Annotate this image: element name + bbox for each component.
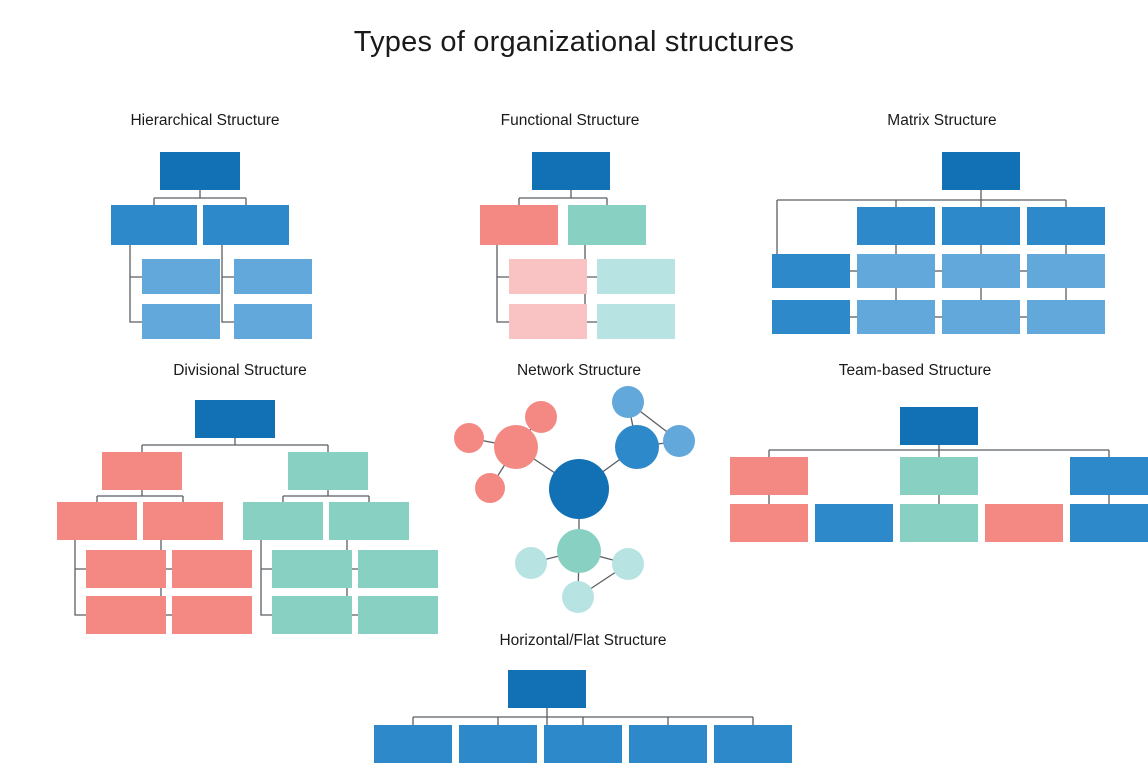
org-node	[900, 504, 978, 542]
network-node-satellite	[525, 401, 557, 433]
network-node-hub-blue	[615, 425, 659, 469]
org-node	[815, 504, 893, 542]
org-node	[900, 407, 978, 445]
org-node	[111, 205, 197, 245]
org-node	[568, 205, 646, 245]
chart-title-hierarchical: Hierarchical Structure	[130, 112, 280, 129]
org-node	[374, 725, 452, 763]
chart-team-based: Team-based Structure	[715, 362, 1148, 592]
org-node	[1070, 504, 1148, 542]
chart-body-network	[448, 386, 710, 617]
org-node	[942, 254, 1020, 288]
org-node	[772, 254, 850, 288]
org-node	[272, 596, 352, 634]
chart-body-hierarchical	[105, 112, 312, 347]
org-node	[597, 259, 675, 294]
chart-title-horizontal-flat: Horizontal/Flat Structure	[499, 632, 667, 649]
org-node	[143, 502, 223, 540]
chart-hierarchical: Hierarchical Structure	[105, 112, 312, 347]
org-node	[172, 596, 252, 634]
org-node	[942, 300, 1020, 334]
org-node	[1027, 207, 1105, 245]
org-node	[86, 596, 166, 634]
org-node	[288, 452, 368, 490]
chart-body-team-based	[715, 362, 1148, 592]
network-node-satellite	[515, 547, 547, 579]
chart-title-divisional: Divisional Structure	[173, 362, 307, 379]
org-node	[459, 725, 537, 763]
org-node	[195, 400, 275, 438]
org-node	[1070, 457, 1148, 495]
org-node	[86, 550, 166, 588]
org-node	[857, 207, 935, 245]
org-node	[142, 304, 220, 339]
network-node-satellite	[562, 581, 594, 613]
org-node	[102, 452, 182, 490]
chart-title-network: Network Structure	[516, 362, 642, 379]
chart-body-divisional	[45, 362, 438, 634]
org-node	[1027, 300, 1105, 334]
org-node	[509, 304, 587, 339]
network-node-satellite	[612, 548, 644, 580]
org-node	[730, 504, 808, 542]
org-node	[597, 304, 675, 339]
chart-body-horizontal-flat	[336, 632, 830, 763]
org-node	[142, 259, 220, 294]
org-node	[532, 152, 610, 190]
org-node	[172, 550, 252, 588]
chart-divisional: Divisional Structure	[45, 362, 438, 634]
org-node	[985, 504, 1063, 542]
network-node-satellite	[454, 423, 484, 453]
org-node	[857, 254, 935, 288]
org-node	[730, 457, 808, 495]
org-node	[1027, 254, 1105, 288]
org-node	[272, 550, 352, 588]
org-node	[358, 550, 438, 588]
network-node-hub-center	[549, 459, 609, 519]
org-node	[358, 596, 438, 634]
org-node	[480, 205, 558, 245]
chart-title-team-based: Team-based Structure	[838, 362, 992, 379]
org-node	[329, 502, 409, 540]
org-node	[508, 670, 586, 708]
org-node	[509, 259, 587, 294]
org-node	[203, 205, 289, 245]
chart-body-matrix	[772, 112, 1112, 347]
org-node	[942, 207, 1020, 245]
chart-functional: Functional Structure	[470, 112, 675, 347]
org-node	[772, 300, 850, 334]
org-node	[629, 725, 707, 763]
chart-network: Network Structure	[448, 362, 710, 617]
chart-title-functional: Functional Structure	[500, 112, 640, 129]
chart-body-functional	[470, 112, 675, 347]
org-node	[544, 725, 622, 763]
org-node	[714, 725, 792, 763]
org-node	[234, 304, 312, 339]
chart-title-matrix: Matrix Structure	[887, 112, 997, 129]
network-node-hub-teal	[557, 529, 601, 573]
org-node	[160, 152, 240, 190]
org-node	[857, 300, 935, 334]
org-node	[942, 152, 1020, 190]
org-node	[57, 502, 137, 540]
chart-horizontal-flat: Horizontal/Flat Structure	[336, 632, 830, 763]
network-node-satellite	[475, 473, 505, 503]
network-node-satellite	[663, 425, 695, 457]
page-title: Types of organizational structures	[353, 26, 795, 58]
chart-matrix: Matrix Structure	[772, 112, 1112, 347]
network-node-satellite	[612, 386, 644, 418]
org-node	[900, 457, 978, 495]
network-node-hub-red	[494, 425, 538, 469]
org-node	[243, 502, 323, 540]
org-node	[234, 259, 312, 294]
